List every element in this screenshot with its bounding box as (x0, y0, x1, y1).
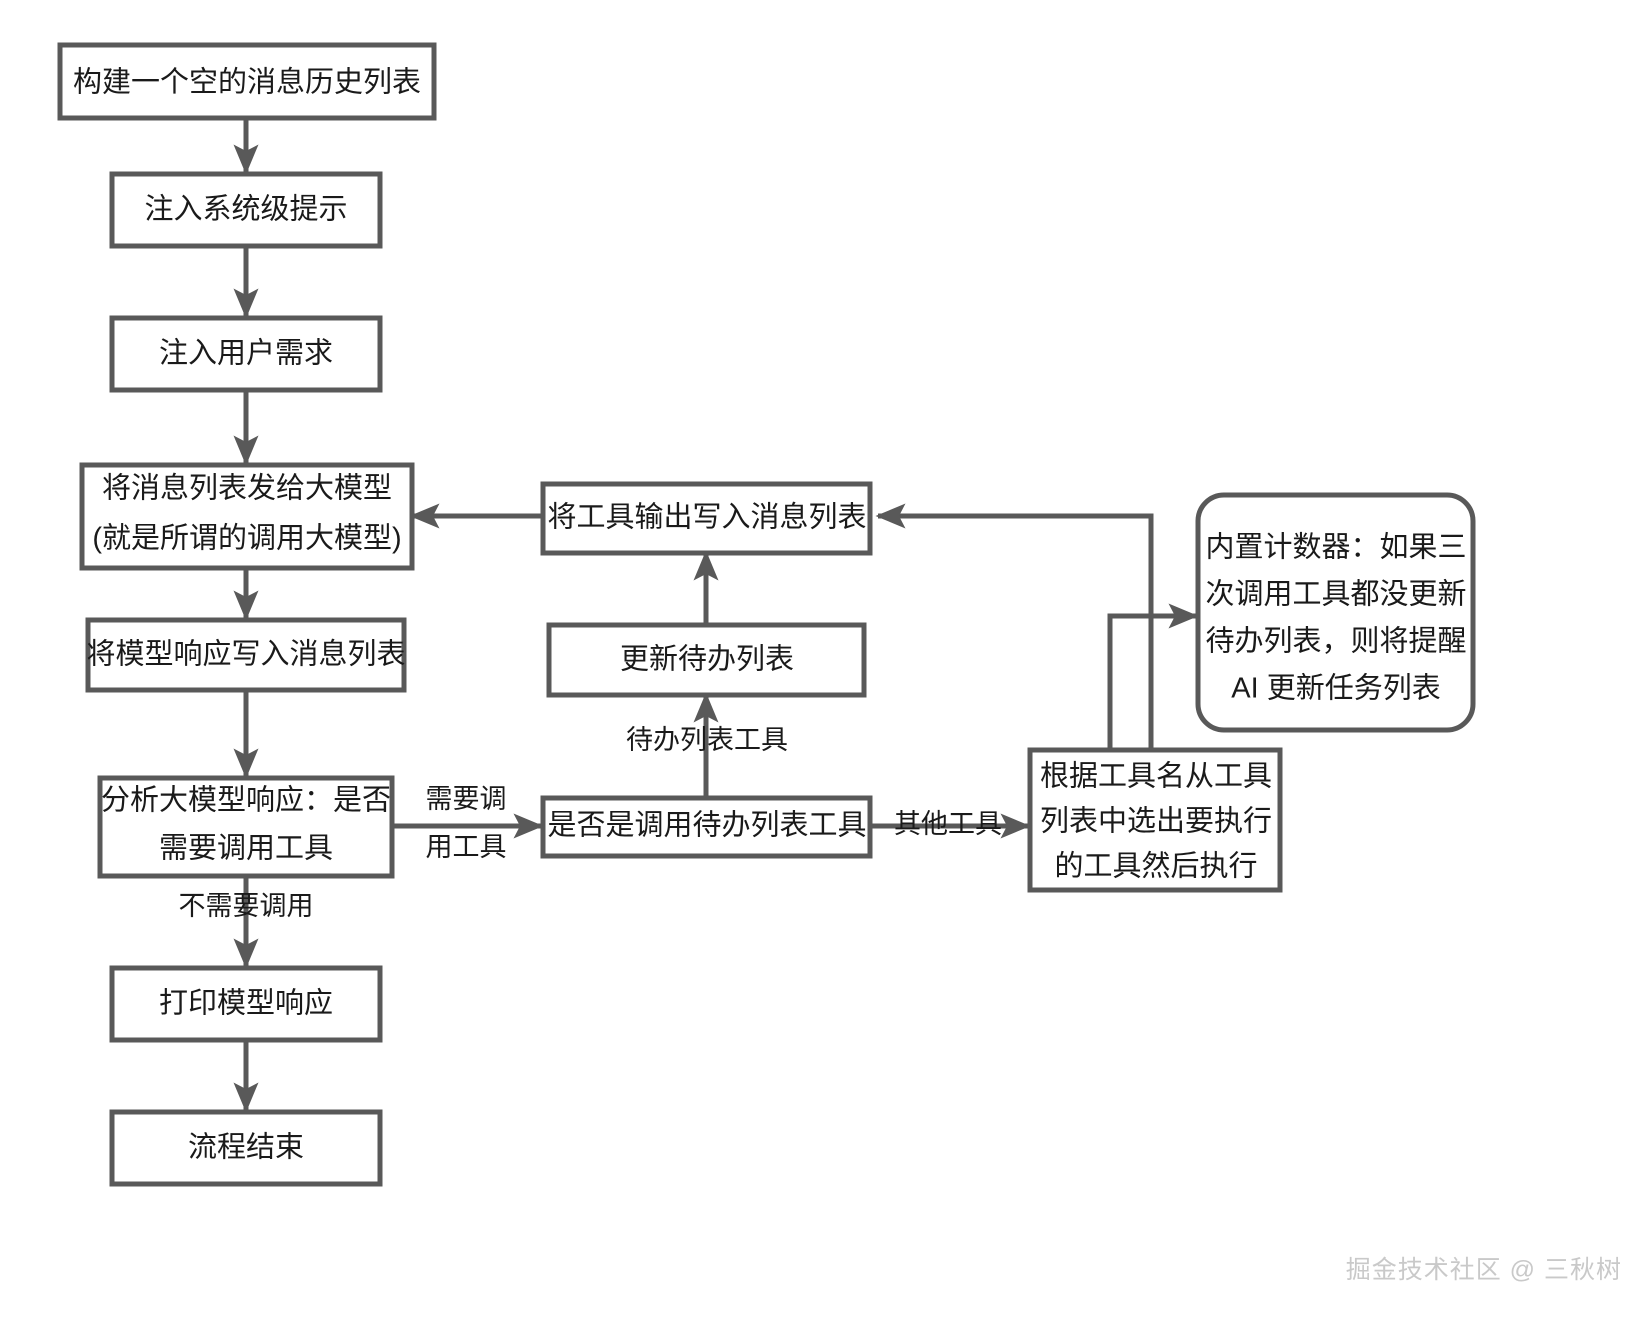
node-flow-end[interactable]: 流程结束 (109, 1109, 383, 1187)
node-send-to-model-line1: 将消息列表发给大模型 (102, 472, 392, 505)
edge-label-todo-list-tool-line1: 待办列表工具 (626, 725, 788, 755)
node-inject-system-line1: 注入系统级提示 (144, 193, 347, 226)
node-inject-user-line1: 注入用户需求 (159, 337, 333, 370)
node-is-todo-tool-line1: 是否是调用待办列表工具 (547, 809, 866, 842)
node-select-tool-line2: 列表中选出要执行 (1040, 805, 1272, 838)
node-inject-user[interactable]: 注入用户需求 (109, 315, 383, 393)
node-analyze-response-line1: 分析大模型响应：是否 (101, 784, 391, 817)
node-send-to-model[interactable]: 将消息列表发给大模型 (就是所谓的调用大模型) (79, 462, 415, 571)
edge-label-todo-list-tool: 待办列表工具 (626, 725, 788, 755)
node-flow-end-line1: 流程结束 (188, 1131, 304, 1164)
node-is-todo-tool[interactable]: 是否是调用待办列表工具 (540, 795, 873, 859)
node-build-history[interactable]: 构建一个空的消息历史列表 (57, 42, 437, 121)
node-counter-note-line1: 内置计数器：如果三 (1205, 531, 1466, 564)
node-update-todo-line1: 更新待办列表 (620, 643, 794, 676)
edge-layer (233, 118, 1199, 1113)
edge-label-other-tool: 其他工具 (894, 809, 1002, 839)
watermark-text: 掘金技术社区 @ 三秋树 (1345, 1256, 1622, 1284)
node-update-todo[interactable]: 更新待办列表 (546, 622, 867, 698)
node-select-tool-line3: 的工具然后执行 (1054, 850, 1257, 883)
node-print-response[interactable]: 打印模型响应 (109, 965, 383, 1043)
node-write-response-line1: 将模型响应写入消息列表 (86, 638, 405, 671)
node-write-tool-output-line1: 将工具输出写入消息列表 (547, 501, 866, 534)
edge-label-need-call-tool-line1: 需要调 (426, 784, 507, 814)
node-counter-note-line2: 次调用工具都没更新 (1205, 578, 1466, 611)
edge-label-no-need-call-line1: 不需要调用 (179, 891, 314, 921)
node-send-to-model-line2: (就是所谓的调用大模型) (92, 522, 401, 555)
node-counter-note-line4: AI 更新任务列表 (1231, 672, 1440, 705)
edge-note-connector (1107, 603, 1199, 748)
node-counter-note-line3: 待办列表，则将提醒 (1205, 625, 1466, 658)
edge-label-need-call-tool-line2: 用工具 (426, 832, 507, 862)
node-print-response-line1: 打印模型响应 (159, 987, 333, 1020)
edge-label-need-call-tool: 需要调 用工具 (426, 784, 507, 862)
node-build-history-line1: 构建一个空的消息历史列表 (73, 66, 421, 99)
node-analyze-response[interactable]: 分析大模型响应：是否 需要调用工具 (97, 775, 395, 879)
edge-selecttool-to-tooloutput (875, 503, 1154, 748)
edge-label-other-tool-line1: 其他工具 (894, 809, 1002, 839)
node-write-tool-output[interactable]: 将工具输出写入消息列表 (540, 481, 873, 556)
node-analyze-response-line2: 需要调用工具 (159, 833, 333, 865)
edge-label-no-need-call: 不需要调用 (179, 891, 314, 921)
node-counter-note[interactable]: 内置计数器：如果三 次调用工具都没更新 待办列表，则将提醒 AI 更新任务列表 (1195, 492, 1476, 733)
node-select-tool-line1: 根据工具名从工具 (1040, 760, 1272, 793)
node-select-tool[interactable]: 根据工具名从工具 列表中选出要执行 的工具然后执行 (1027, 747, 1283, 893)
node-write-response[interactable]: 将模型响应写入消息列表 (85, 617, 407, 693)
node-inject-system[interactable]: 注入系统级提示 (109, 171, 383, 249)
